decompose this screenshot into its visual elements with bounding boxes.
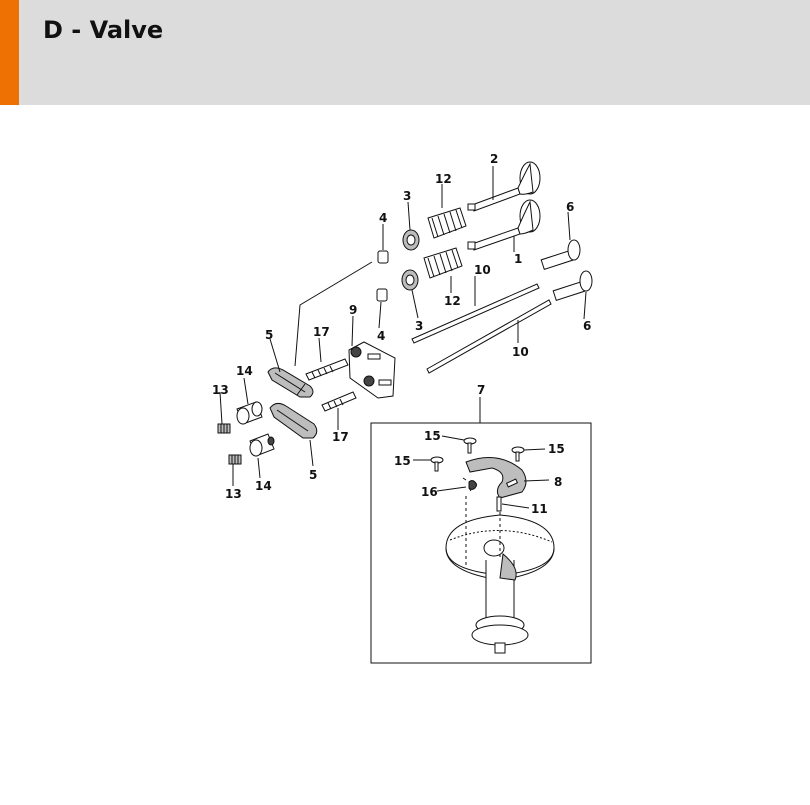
callout-10-lower: 10	[512, 345, 529, 359]
callout-15-right: 15	[548, 442, 565, 456]
callout-2: 2	[490, 152, 498, 166]
callout-7: 7	[477, 383, 485, 397]
callout-4-lower: 4	[377, 329, 385, 343]
callout-13-lower: 13	[225, 487, 242, 501]
adjuster-14-upper	[236, 401, 263, 425]
push-rod-10-lower	[426, 299, 552, 374]
leader-lines	[219, 166, 587, 509]
rocker-bracket-9	[348, 341, 396, 399]
spring-12-upper	[427, 207, 467, 239]
valve-cap-4-lower	[376, 288, 388, 302]
callout-1: 1	[514, 252, 522, 266]
stud-17-upper	[305, 358, 349, 381]
callout-16: 16	[421, 485, 438, 499]
spring-12-lower	[423, 247, 463, 279]
valve-2	[467, 161, 541, 212]
callout-15-top: 15	[424, 429, 441, 443]
adjuster-14-lower	[249, 433, 275, 457]
callout-3-upper: 3	[403, 189, 411, 203]
spring-16	[462, 477, 477, 492]
callout-3-lower: 3	[415, 319, 423, 333]
page-header: D - Valve	[0, 0, 810, 105]
callout-8: 8	[554, 475, 562, 489]
callout-14-lower: 14	[255, 479, 272, 493]
orange-accent-bar	[0, 0, 19, 105]
assembly-axis-lines	[465, 496, 501, 568]
bolt-15-top	[463, 437, 477, 454]
valve-1	[467, 199, 541, 251]
leader-4-to-rocker	[294, 261, 373, 367]
camshaft-assembly-box	[370, 422, 592, 664]
callout-17-lower: 17	[332, 430, 349, 444]
retainer-3-upper	[402, 229, 420, 251]
retainer-3-lower	[401, 269, 419, 291]
valve-cap-4-upper	[377, 250, 389, 264]
callout-17-upper: 17	[313, 325, 330, 339]
lock-nut-13-upper	[217, 423, 231, 434]
callout-10-upper: 10	[474, 263, 491, 277]
page-title: D - Valve	[43, 16, 164, 44]
callout-12-lower: 12	[444, 294, 461, 308]
callout-11: 11	[531, 502, 548, 516]
lock-nut-13-lower	[228, 454, 242, 465]
rocker-arm-5-upper	[267, 367, 314, 398]
callout-15-left: 15	[394, 454, 411, 468]
governor-plate-8	[465, 457, 527, 499]
rocker-arm-5-lower	[269, 402, 318, 439]
bolt-15-left	[430, 456, 444, 472]
callout-4-upper: 4	[379, 211, 387, 225]
tappet-6-upper	[540, 239, 581, 271]
callout-5-upper: 5	[265, 328, 273, 342]
leader-rocker-stud	[296, 383, 306, 396]
callout-9: 9	[349, 303, 357, 317]
callout-13-upper: 13	[212, 383, 229, 397]
push-rod-10-upper	[411, 283, 540, 344]
camshaft-7	[445, 514, 555, 654]
callout-6-lower: 6	[583, 319, 591, 333]
stud-17-lower	[321, 391, 357, 412]
callout-5-lower: 5	[309, 468, 317, 482]
bolt-15-right	[511, 446, 525, 462]
callout-14-upper: 14	[236, 364, 253, 378]
pin-11	[496, 496, 502, 512]
tappet-6-lower	[552, 270, 593, 302]
callout-6-upper: 6	[566, 200, 574, 214]
callout-12-upper: 12	[435, 172, 452, 186]
